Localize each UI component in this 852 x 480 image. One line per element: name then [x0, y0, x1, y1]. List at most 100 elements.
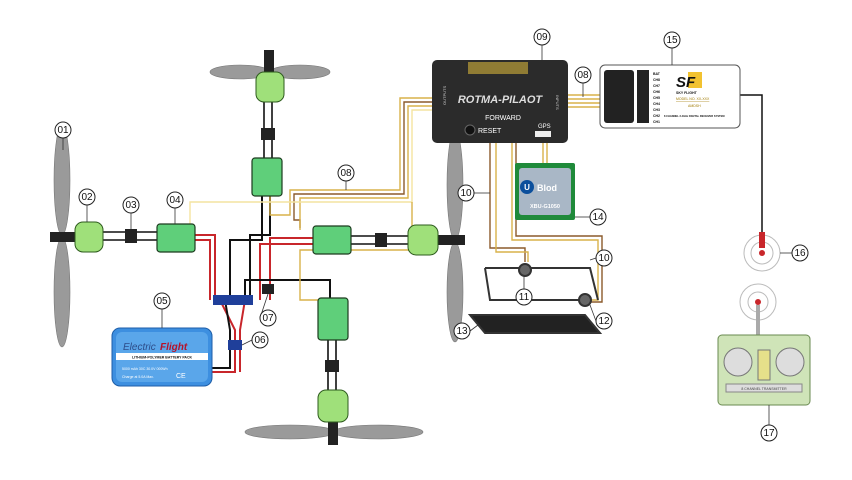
svg-text:01: 01 [57, 125, 69, 136]
callout-05: 05 [153, 292, 171, 310]
fc-inputs-label: INPUTS [555, 95, 560, 110]
callout-08-esc-signal: 08 [337, 164, 355, 182]
svg-text:12: 12 [598, 316, 610, 327]
svg-text:CH6: CH6 [653, 90, 660, 94]
callout-15: 15 [663, 31, 681, 49]
motor [317, 389, 349, 423]
callout-06: 06 [251, 331, 269, 349]
battery-brand-a: Electric [123, 342, 156, 353]
svg-text:16: 16 [794, 248, 806, 259]
callout-17: 17 [760, 424, 778, 442]
gps-logo-letter: U [524, 183, 530, 192]
callout-09: 09 [533, 28, 551, 46]
motor-top [209, 50, 331, 103]
esc-top [251, 157, 283, 197]
signal-wiring [189, 94, 763, 303]
svg-text:08: 08 [340, 168, 352, 179]
bullet-connector [261, 128, 275, 140]
callout-16: 16 [791, 244, 809, 262]
callout-13: 13 [453, 322, 471, 340]
svg-text:CH3: CH3 [653, 108, 660, 112]
callout-08-rx-signal: 08 [574, 66, 592, 84]
callout-14: 14 [589, 208, 607, 226]
svg-text:03: 03 [125, 200, 137, 211]
svg-text:CH2: CH2 [653, 114, 660, 118]
battery [111, 327, 213, 387]
callout-02: 02 [78, 188, 96, 206]
callout-10b: 10 [595, 249, 613, 267]
motor-left [50, 124, 104, 348]
esc-left [156, 223, 196, 253]
flight-controller [432, 60, 568, 143]
svg-text:13: 13 [456, 326, 468, 337]
svg-text:17: 17 [763, 428, 775, 439]
receiver-description: 8 CHANNEL 2.4GHz DIGITAL RECEIVER SYSTEM [664, 114, 725, 118]
svg-text:CH1: CH1 [653, 120, 660, 124]
receiver [599, 64, 741, 129]
callout-01: 01 [54, 121, 72, 139]
motor [407, 224, 439, 256]
esc-right [312, 225, 352, 255]
callout-10a: 10 [457, 184, 475, 202]
svg-text:CH4: CH4 [653, 102, 660, 106]
connector [262, 284, 274, 294]
svg-text:05: 05 [156, 296, 168, 307]
svg-text:07: 07 [262, 313, 274, 324]
fc-gps-label: GPS [538, 124, 551, 130]
right-stick[interactable] [775, 347, 805, 377]
svg-text:10: 10 [460, 188, 472, 199]
svg-text:06: 06 [254, 335, 266, 346]
fc-outputs-label: OUTPUTS [442, 86, 447, 105]
callout-07: 07 [259, 309, 277, 327]
svg-text:CH7: CH7 [653, 84, 660, 88]
camera-gimbal [467, 263, 603, 334]
bullet-connector [325, 360, 339, 372]
motor [255, 71, 285, 103]
xt60-connector [228, 340, 242, 350]
gps-module [515, 163, 575, 220]
battery-brand-b: Flight [160, 342, 188, 353]
fc-brand: ROTMA-PILAOT [458, 94, 544, 106]
callout-04: 04 [166, 191, 184, 209]
svg-text:08: 08 [577, 70, 589, 81]
power-distribution-connector [213, 295, 253, 305]
receiver-brand: SKY FLIGHT [676, 91, 698, 95]
ublox-logo-icon [520, 180, 534, 194]
receiver-model: MODEL NO. XX-XXX [676, 97, 710, 101]
receiver-logo: SF [676, 74, 696, 91]
svg-text:15: 15 [666, 35, 678, 46]
svg-text:09: 09 [536, 32, 548, 43]
reset-button[interactable] [464, 124, 476, 136]
svg-text:04: 04 [169, 195, 181, 206]
motor [74, 221, 104, 253]
gps-brand: Blod [537, 183, 557, 193]
callout-12: 12 [595, 312, 613, 330]
svg-text:11: 11 [519, 292, 530, 303]
svg-text:CH5: CH5 [653, 96, 660, 100]
svg-text:10: 10 [598, 253, 610, 264]
motor-leads [100, 100, 410, 390]
svg-text:CH8: CH8 [653, 78, 660, 82]
battery-charge: Charge at 5.0A Max. [122, 375, 154, 379]
svg-text:BAT: BAT [653, 72, 661, 76]
fc-forward-label: FORWARD [485, 115, 521, 122]
callout-03: 03 [122, 196, 140, 214]
ce-mark: CE [176, 373, 186, 380]
motor-right [407, 129, 465, 343]
esc-bottom [317, 297, 349, 341]
callout-11: 11 [515, 288, 533, 306]
bullet-connector [375, 233, 387, 247]
battery-spec: 5000 mAh 30C 30.0V 000Wh [122, 367, 168, 371]
left-stick[interactable] [723, 347, 753, 377]
svg-text:14: 14 [592, 212, 604, 223]
bullet-connector [125, 229, 137, 243]
fc-reset-label: RESET [478, 128, 502, 135]
receiver-channel-labels: BAT CH8 CH7 CH6 CH5 CH4 CH3 CH2 CH1 [653, 72, 661, 124]
transmitter-label: 8 CHANNEL TRANSMITTER [741, 387, 787, 391]
receiver-sub: AMDSH [688, 104, 701, 108]
svg-text:02: 02 [81, 192, 93, 203]
transmitter [717, 283, 811, 406]
